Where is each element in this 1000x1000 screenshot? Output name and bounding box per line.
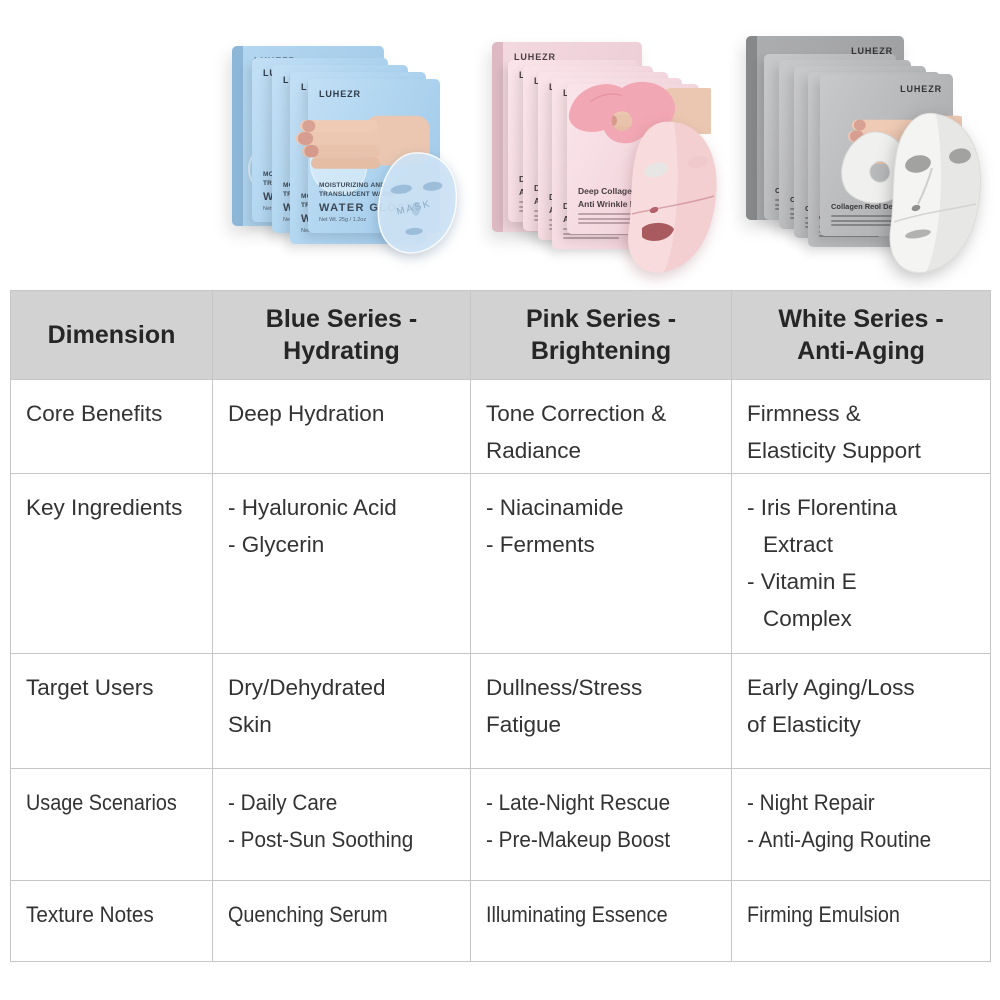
table-cell-r0c0: Deep Hydration	[212, 379, 471, 474]
row-label-cell: Usage Scenarios	[10, 768, 213, 881]
blue-series-product-image: LUHEZR LUHEZR MOISTURIZING AND TRANSLUCE…	[226, 38, 468, 260]
row-label-text: Texture Notes	[26, 902, 154, 927]
cell-line: Fatigue	[486, 712, 562, 737]
table-row-3: Usage Scenarios - Daily Care - Post-Sun So…	[10, 768, 991, 881]
header-line: Brightening	[530, 337, 672, 365]
pack-text: Anti Wrinkle Lifting Ma	[578, 198, 670, 209]
brand-wordmark: LUHEZR	[900, 84, 942, 94]
cell-line: Firmness &	[747, 401, 861, 426]
table-cell-r3c2: - Night Repair - Anti-Aging Routine	[731, 768, 991, 881]
table-cell-r1c1: - Niacinamide - Ferments	[470, 473, 732, 654]
white-face-mask-graphic	[889, 112, 982, 274]
column-header-3: White Series - Anti-Aging	[731, 290, 991, 380]
cell-line: Tone Correction &	[486, 401, 667, 426]
pack-text: Net Wt. 25g / 1.2oz	[319, 217, 367, 223]
row-label-cell: Texture Notes	[10, 880, 213, 962]
table-cell-r1c0: - Hyaluronic Acid - Glycerin	[212, 473, 471, 654]
cell-line: - Vitamin E	[747, 569, 857, 594]
cell-line: - Ferments	[486, 532, 595, 557]
column-header-0: Dimension	[10, 290, 213, 380]
column-header-1: Blue Series - Hydrating	[212, 290, 471, 380]
cell-line: - Niacinamide	[486, 495, 624, 520]
model-hand-graphic	[295, 115, 430, 194]
pack-text: Collagen Reol Deep M	[831, 202, 910, 212]
cell-line: Dry/Dehydrated	[228, 675, 386, 700]
cell-line: - Post-Sun Soothing	[228, 827, 414, 852]
row-label-cell: Target Users	[10, 653, 213, 769]
header-line: Anti-Aging	[797, 337, 925, 365]
comparison-table: Dimension Blue Series - Hydrating Pink Seri…	[10, 290, 991, 962]
brand-wordmark: LUHEZR	[319, 89, 361, 99]
table-header-row: Dimension Blue Series - Hydrating Pink Seri…	[10, 290, 991, 380]
table-row-4: Texture Notes Quenching Serum Illuminating…	[10, 880, 991, 962]
cell-line: - Pre-Makeup Boost	[486, 827, 671, 852]
header-line: White Series -	[778, 304, 944, 333]
table-cell-r4c2: Firming Emulsion	[731, 880, 991, 962]
table-cell-r3c1: - Late-Night Rescue - Pre-Makeup Boost	[470, 768, 732, 881]
pink-series-product-image: LUHEZR LUHEZR Deep Collagen Anti Wrinkle…	[488, 30, 740, 280]
row-label-text: Target Users	[26, 675, 154, 700]
header-line: Dimension	[47, 320, 176, 349]
table-row-0: Core Benefits Deep Hydration Tone Correcti…	[10, 379, 991, 474]
cell-line: of Elasticity	[747, 712, 861, 737]
cell-line: Dullness/Stress	[486, 675, 643, 700]
cell-line: Complex	[763, 606, 852, 631]
cell-line: Quenching Serum	[228, 902, 388, 927]
table-cell-r4c0: Quenching Serum	[212, 880, 471, 962]
table-cell-r4c1: Illuminating Essence	[470, 880, 732, 962]
cell-line: - Glycerin	[228, 532, 325, 557]
header-line: Pink Series -	[525, 304, 677, 333]
brand-wordmark: LUHEZR	[514, 52, 556, 62]
cell-line: - Daily Care	[228, 790, 338, 815]
brand-wordmark: LUHEZR	[851, 46, 893, 56]
fine-print-lines	[831, 215, 911, 226]
cell-line: Illuminating Essence	[486, 902, 668, 927]
pink-face-mask-graphic	[628, 121, 717, 273]
pack-text: MOISTURIZING AND	[319, 182, 386, 190]
cell-line: Early Aging/Loss	[747, 675, 915, 700]
cell-line: Extract	[763, 532, 834, 557]
header-line: Hydrating	[283, 337, 400, 365]
model-hand-with-pink-mask-graphic	[568, 81, 711, 144]
table-cell-r0c1: Tone Correction & Radiance	[470, 379, 732, 474]
table-cell-r3c0: - Daily Care - Post-Sun Soothing	[212, 768, 471, 881]
row-label-cell: Core Benefits	[10, 379, 213, 474]
cell-line: - Anti-Aging Routine	[747, 827, 932, 852]
fine-print-lines	[578, 213, 670, 224]
row-label-text: Key Ingredients	[26, 495, 183, 520]
row-label-text: Core Benefits	[26, 401, 163, 426]
row-label-cell: Key Ingredients	[10, 473, 213, 654]
white-series-product-image: LUHEZR LUHEZR Collagen Reol Deep M LUHEZ…	[742, 26, 998, 278]
header-line: Blue Series -	[265, 304, 418, 333]
blue-face-mask-graphic: MASK	[377, 152, 458, 254]
cell-line: Skin	[228, 712, 272, 737]
cell-line: - Night Repair	[747, 790, 875, 815]
cell-line: Radiance	[486, 438, 582, 463]
cell-line: Deep Hydration	[228, 401, 385, 426]
table-row-1: Key Ingredients - Hyaluronic Acid - Glycer…	[10, 473, 991, 654]
table-cell-r2c2: Early Aging/Loss of Elasticity	[731, 653, 991, 769]
cell-line: Elasticity Support	[747, 438, 921, 463]
column-header-2: Pink Series - Brightening	[470, 290, 732, 380]
cell-line: - Iris Florentina	[747, 495, 898, 520]
pack-text: Deep Collagen	[578, 186, 638, 196]
cell-line: Firming Emulsion	[747, 902, 900, 927]
cell-line: - Late-Night Rescue	[486, 790, 671, 815]
row-label-text: Usage Scenarios	[26, 790, 177, 815]
table-cell-r0c2: Firmness & Elasticity Support	[731, 379, 991, 474]
product-hero-strip: LUHEZR LUHEZR MOISTURIZING AND TRANSLUCE…	[0, 0, 1000, 285]
cell-line: - Hyaluronic Acid	[228, 495, 397, 520]
pack-text: TRANSLUCENT WARM	[319, 190, 394, 198]
